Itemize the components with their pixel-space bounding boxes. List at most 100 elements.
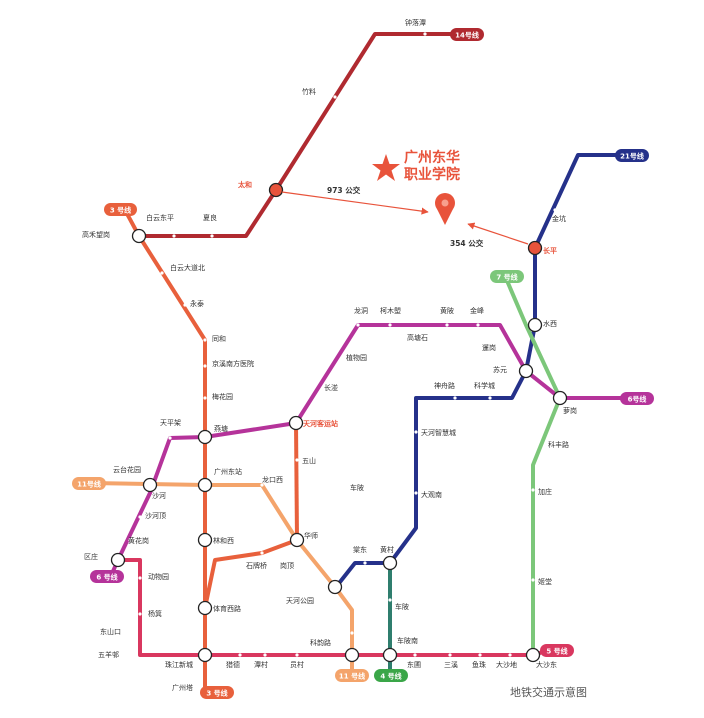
station-longdong: 龙洞 [354,306,368,315]
station-jinfeng: 金峰 [470,306,484,315]
station-wushan: 五山 [302,456,316,465]
station-tianhekeyunzhan: 天河客运站 [303,419,338,428]
station-meihuayuan: 梅花园 [212,392,233,401]
station-changban: 长湴 [324,383,338,392]
bus-973-label: 973 公交 [327,185,361,195]
station-daguannan: 大观南 [421,490,442,499]
line-5-badge-label: 5 号线 [546,647,567,656]
line-21-badge-label: 21号线 [620,152,644,161]
station-taihe: 太和 [238,180,252,189]
line-5-badge [540,644,574,657]
station-huangbei: 黄陂 [440,306,454,315]
line-4-badge-label: 4 号线 [380,672,401,681]
line-7-badge-label: 7 号线 [496,273,517,282]
line-4-badge [374,669,408,682]
line-21-badge [615,149,649,162]
station-kexuecheng: 科学城 [474,381,495,390]
station-sanxi: 三溪 [444,660,458,669]
station-zhujiangxincheng: 珠江新城 [165,660,193,669]
line-3-bottom-badge [200,686,234,699]
station-jidong: 棠东 [353,545,367,554]
line-6-right-badge-label: 6号线 [628,395,647,404]
line-3-track [123,208,207,692]
station-chebeinan: 车陂南 [397,636,418,645]
school-name-line1: 广州东华 [404,149,460,166]
station-gaozengwanggang: 高禾望岗 [82,230,110,239]
station-wuyangbang: 五羊邨 [98,650,119,659]
school-name-line2: 职业学院 [404,166,460,183]
station-gangding: 岗顶 [280,562,294,570]
station-dongwuyuan: 动物园 [148,572,169,581]
station-kemulang: 柯木塱 [380,306,401,315]
station-yongtai: 永泰 [190,299,204,308]
bus-973-arrow [281,191,429,215]
station-chebei: 车陂 [395,602,409,611]
station-zhuliao: 竹料 [302,87,316,96]
station-shenzhoulu: 神舟路 [434,381,455,390]
station-zhonglotan: 钟落潭 [405,18,426,27]
line-3-top-badge-label: 3 号线 [110,206,131,215]
station-gaotangshi: 高塘石 [407,333,428,342]
station-jiazhuang: 加庄 [538,487,552,496]
station-huashi: 华师 [304,531,318,540]
line-14-track [137,32,462,238]
station-qu-zhuang: 区庄 [84,552,98,561]
station-longkouxi: 龙口西 [262,475,283,484]
station-baiyundongping: 白云东平 [146,213,174,222]
station-liede: 猎德 [226,660,240,669]
station-baiyundadaobei: 白云大道北 [170,263,205,272]
station-yantang: 燕塘 [214,424,228,433]
line-6-track [108,323,632,580]
map-caption: 地铁交通示意图 [510,685,587,699]
line-11-left-badge [72,477,106,490]
line-6-left-badge [90,570,124,583]
station-dashadi: 大沙地 [496,660,517,669]
station-jingxinan: 京溪南方医院 [212,359,254,368]
school-star-icon [372,154,400,181]
station-dongshankou: 东山口 [100,627,121,636]
line-11-bottom-badge-label: 11 号线 [339,672,365,681]
station-suyuan: 苏元 [493,365,507,374]
station-luogang: 萝岗 [563,406,577,415]
station-chepi-mid: 车陂 [350,483,364,492]
station-guangzhoudongzhan: 广州东站 [214,467,242,476]
station-jinkeng: 金坑 [552,214,566,223]
station-donghuan: 东圃 [407,660,421,669]
station-dots [128,32,557,657]
station-shipaiqiao: 石牌桥 [246,561,267,570]
station-zhiwuyuan: 植物园 [346,353,367,362]
station-yuancun: 员村 [290,660,304,669]
station-kefenglu: 科丰路 [548,440,569,449]
station-dashadong: 大沙东 [536,660,557,669]
station-labels: 钟落潭 竹料 太和 白云东平 夏良 高禾望岗 白云大道北 永泰 同和 京溪南方医… [82,18,577,692]
school-location-pin-icon [435,193,455,225]
bus-354-label: 354 公交 [450,238,484,248]
station-tancun: 潭村 [254,660,268,669]
line-14-badge [450,28,484,41]
line-11-bottom-badge [335,669,369,682]
station-yuzhu: 鱼珠 [472,660,486,669]
station-kecunlu: 科韵路 [310,638,331,647]
bus-354-arrow [467,222,529,245]
station-xiagang: 暹岗 [482,344,496,352]
taihe-highlight-station [268,182,284,198]
station-huangcun: 黄村 [380,545,394,554]
line-11-track [88,481,354,674]
line-7-badge [490,270,524,283]
station-shaheding: 沙河顶 [145,512,166,520]
station-tonghe: 同和 [212,334,226,343]
station-linhexi: 林和西 [213,536,234,545]
station-tianpingjia: 天平架 [160,419,181,427]
station-tiyuxilu: 体育西路 [213,604,241,613]
interchange-stations [110,228,568,663]
line-11-left-badge-label: 11号线 [77,480,101,489]
line-3-bottom-badge-label: 3 号线 [206,689,227,698]
station-shahe: 沙河 [152,492,166,500]
station-yuntaihuayuan: 云台花园 [113,465,141,474]
line-21-track [334,153,632,589]
line-3-top-badge [104,203,137,216]
line-6-left-badge-label: 6 号线 [96,573,117,582]
station-tianhezhihuicheng: 天河智慧城 [421,428,456,437]
line-3-tianhe-track [294,422,299,541]
